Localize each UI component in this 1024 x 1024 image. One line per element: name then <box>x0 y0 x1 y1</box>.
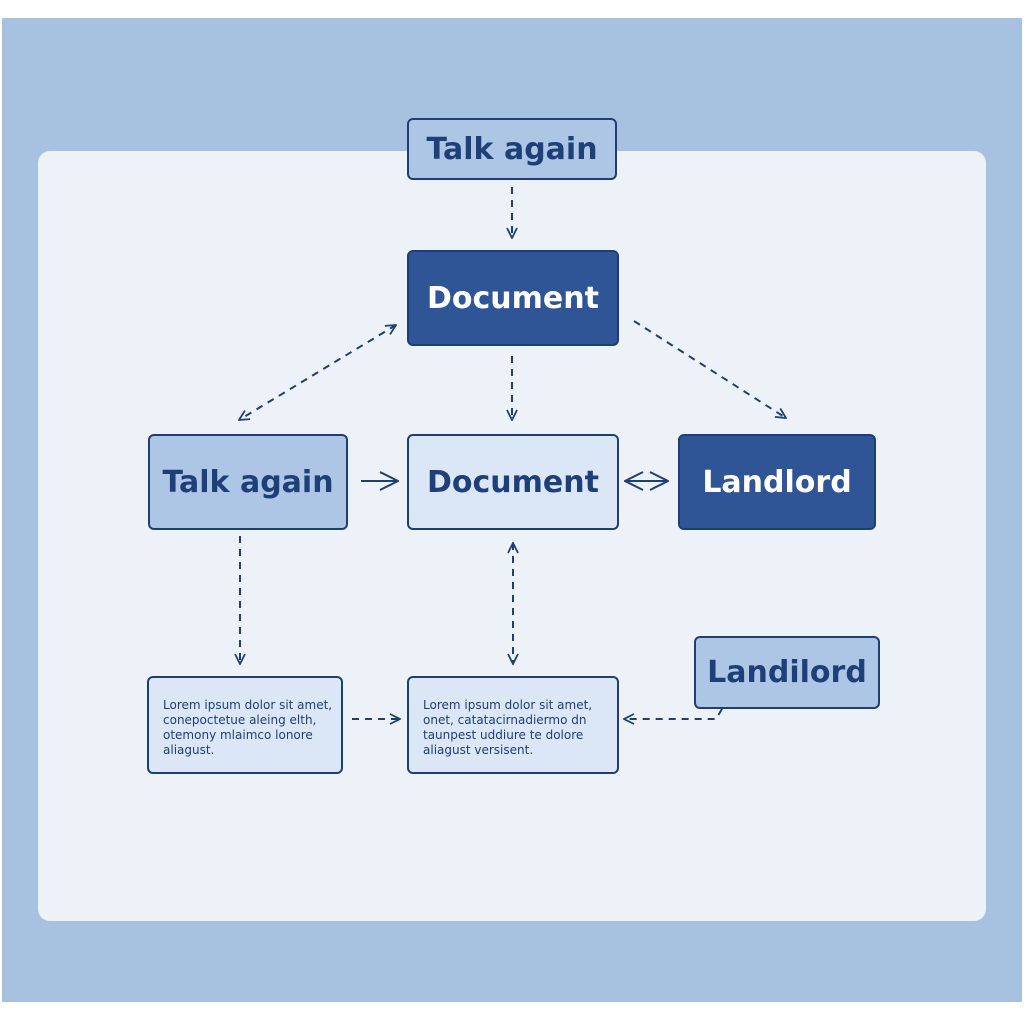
note-left-line: otemony mlaimco lonore <box>163 728 313 742</box>
note-center: Lorem ipsum dolor sit amet, onet, catata… <box>407 676 619 774</box>
landilord-lower-label: Landilord <box>707 655 867 690</box>
note-left-line: Lorem ipsum dolor sit amet, <box>163 698 333 712</box>
document-main-node[interactable]: Document <box>407 250 619 346</box>
talk-again-left-label: Talk again <box>162 464 334 500</box>
document-center-node[interactable]: Document <box>407 434 619 530</box>
document-center-label: Document <box>427 464 599 500</box>
note-center-line: Lorem ipsum dolor sit amet, <box>423 698 593 712</box>
note-center-line: onet, catatacirnadiermo dn <box>423 713 587 727</box>
talk-again-top-label: Talk again <box>426 131 598 167</box>
note-left-line: conepoctetue aleing elth, <box>163 713 317 727</box>
landlord-right-label: Landlord <box>702 464 852 500</box>
note-center-line: taunpest uddiure te dolore <box>423 728 584 742</box>
note-left: Lorem ipsum dolor sit amet, conepoctetue… <box>147 676 343 774</box>
note-center-line: aliagust versisent. <box>423 743 534 757</box>
document-main-label: Document <box>427 280 599 316</box>
talk-again-top-node[interactable]: Talk again <box>407 118 617 180</box>
landilord-lower-node[interactable]: Landilord <box>694 636 880 709</box>
note-left-line: aliagust. <box>163 743 215 757</box>
landlord-right-node[interactable]: Landlord <box>678 434 876 530</box>
talk-again-left-node[interactable]: Talk again <box>148 434 348 530</box>
